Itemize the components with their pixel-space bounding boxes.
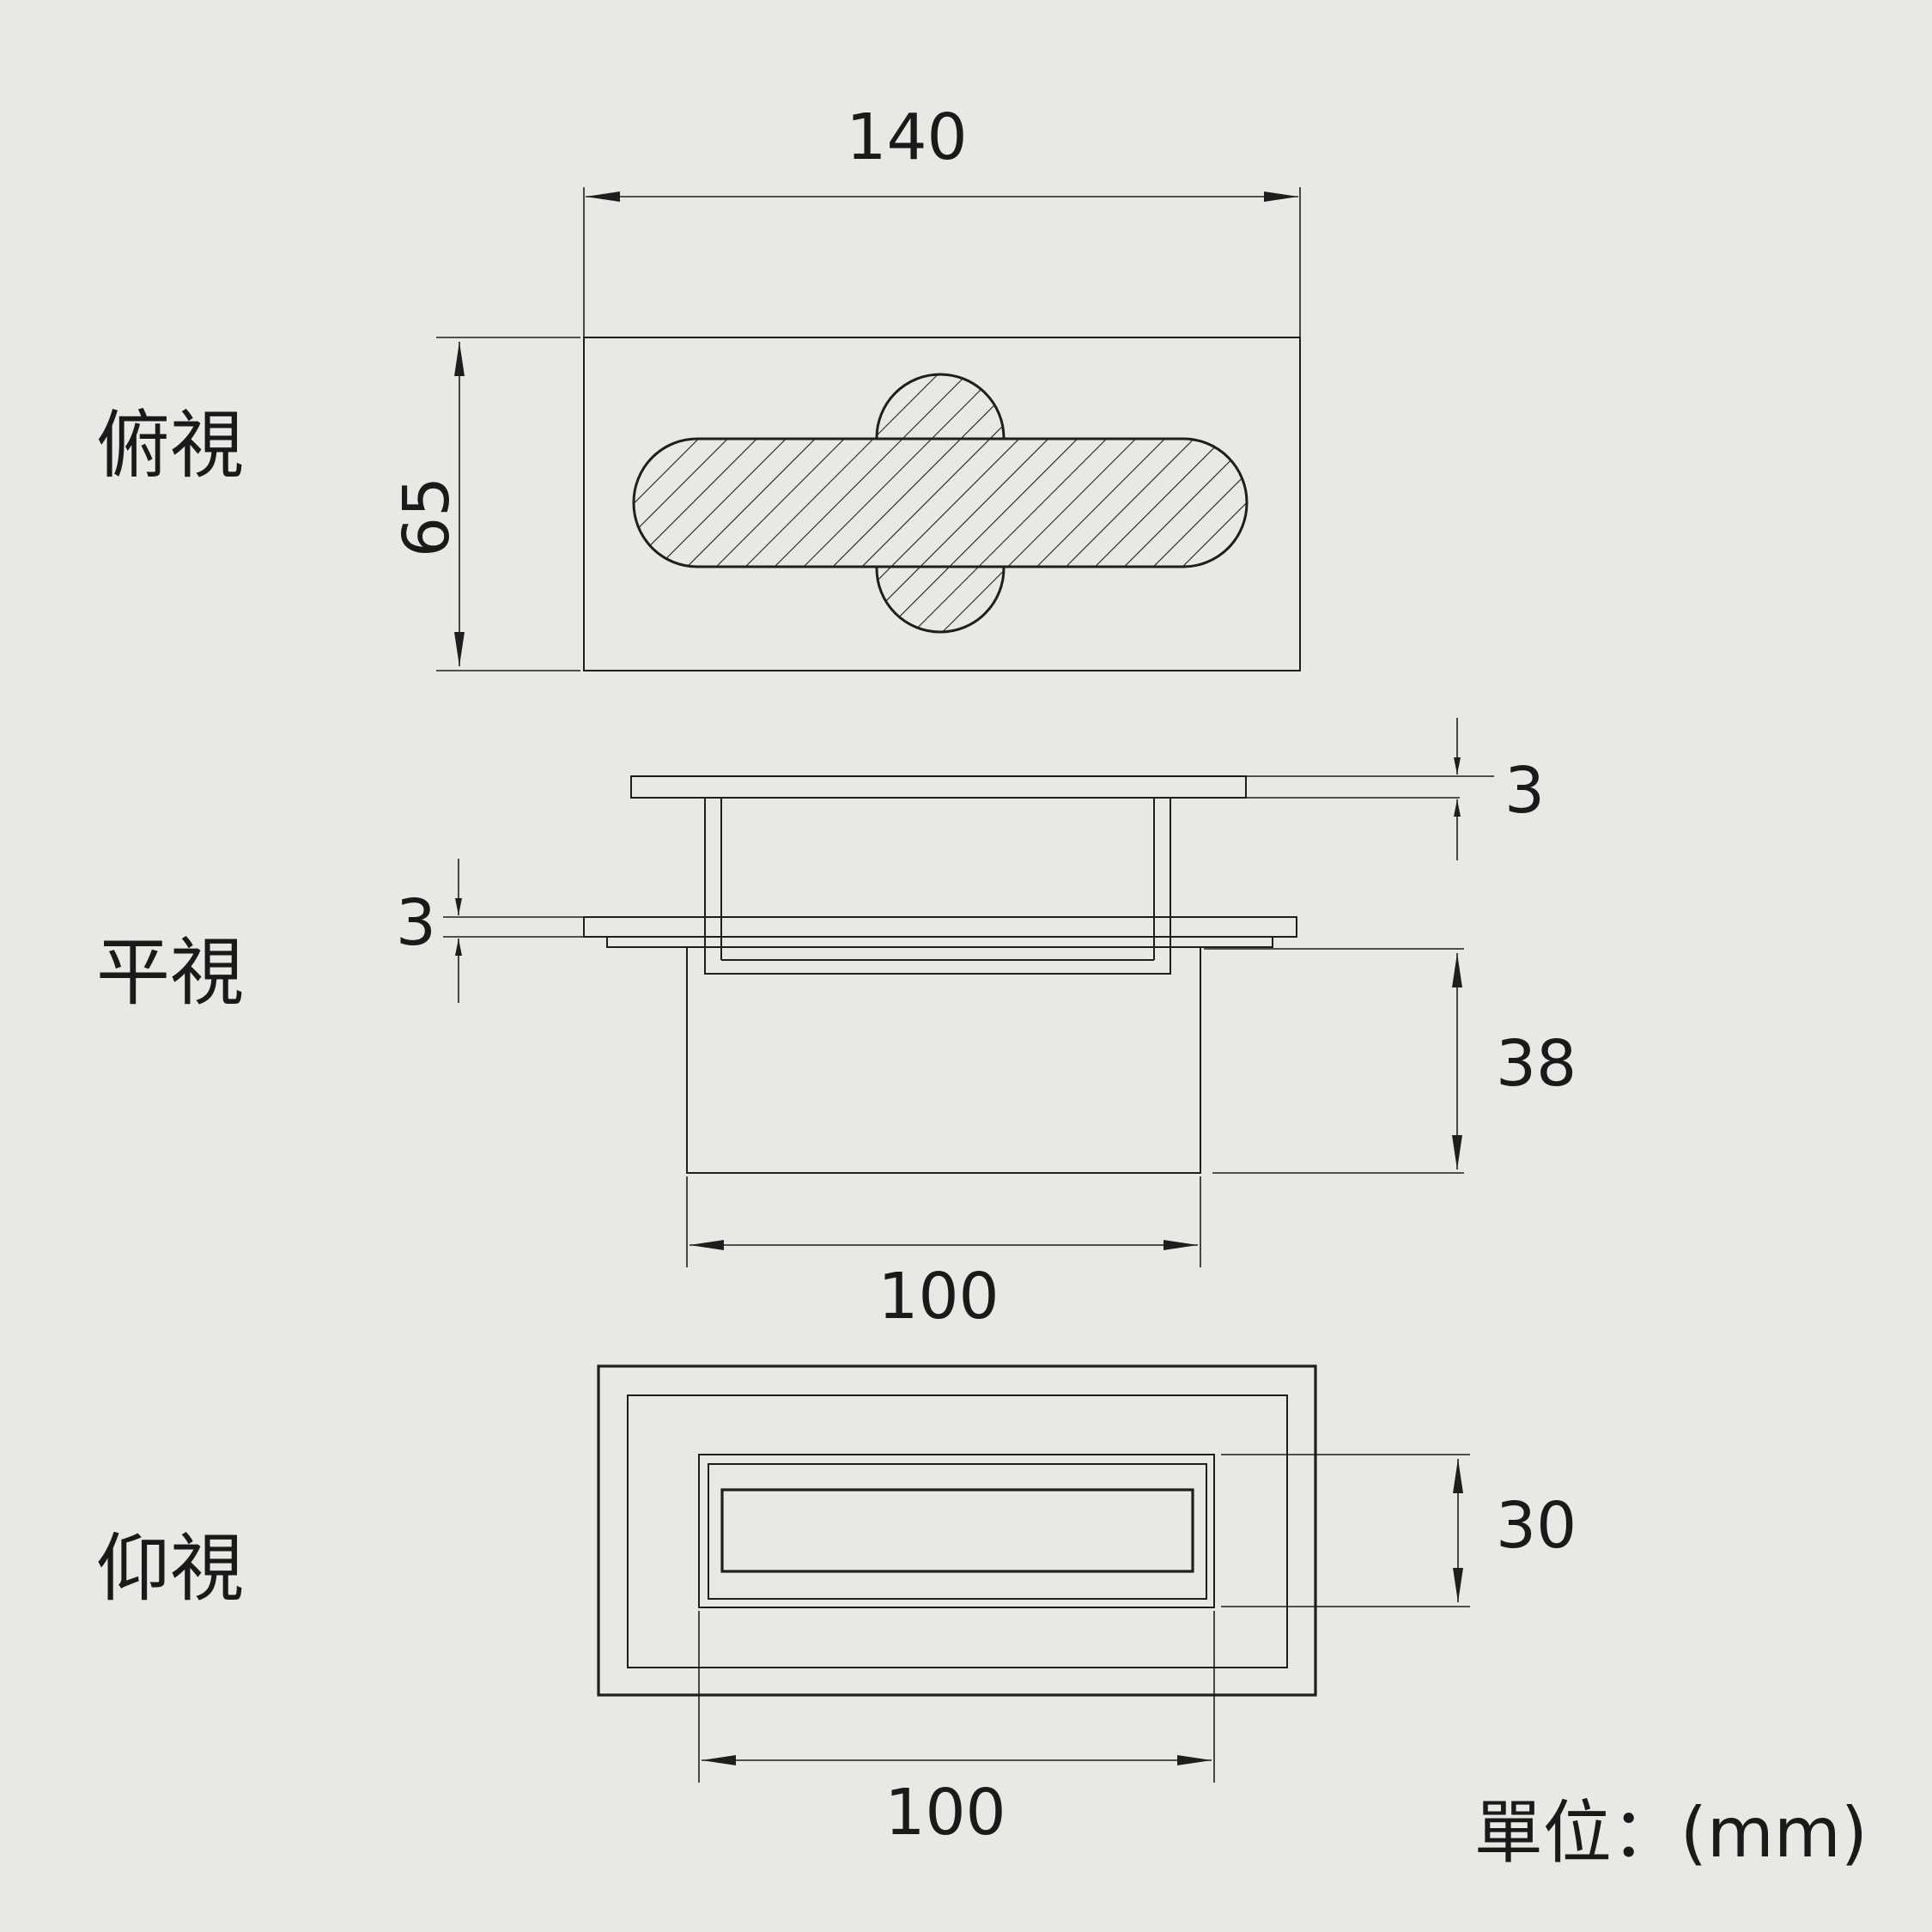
width-value: 140	[846, 100, 967, 174]
side-view: 平視 3 3	[96, 718, 1577, 1334]
top-view: 俯視 140 65	[96, 100, 1301, 671]
opening-height-dimension: 30	[1221, 1454, 1577, 1607]
opening-height-value: 30	[1496, 1489, 1577, 1563]
width-dimension: 140	[583, 100, 1301, 339]
bottom-view: 仰視 30 100	[96, 1364, 1577, 1850]
bottom-outer-frame	[597, 1364, 1317, 1697]
top-plate-outline	[583, 337, 1301, 671]
side-view-label: 平視	[96, 930, 244, 1016]
opening-width-dimension: 100	[698, 1611, 1215, 1850]
bottom-view-label: 仰視	[96, 1526, 244, 1612]
side-body	[686, 947, 1201, 1174]
lid-thickness-value: 3	[1504, 754, 1545, 828]
flange-thickness-value: 3	[396, 886, 436, 960]
body-width-value: 100	[878, 1260, 999, 1334]
top-view-label: 俯視	[96, 403, 244, 489]
lid-thickness-dimension: 3	[1246, 718, 1545, 860]
body-width-dimension: 100	[686, 1176, 1201, 1334]
flange-thickness-dimension: 3	[396, 859, 584, 1003]
side-lid	[630, 775, 1247, 799]
handle-top	[632, 373, 1249, 634]
opening-width-value: 100	[884, 1776, 1005, 1850]
side-flange	[583, 916, 1297, 938]
bottom-opening	[720, 1488, 1194, 1573]
body-height-dimension: 38	[1204, 948, 1577, 1174]
body-height-value: 38	[1496, 1027, 1577, 1101]
depth-value: 65	[390, 477, 464, 557]
depth-dimension: 65	[390, 337, 580, 671]
unit-note: 單位：(mm)	[1474, 1793, 1868, 1873]
